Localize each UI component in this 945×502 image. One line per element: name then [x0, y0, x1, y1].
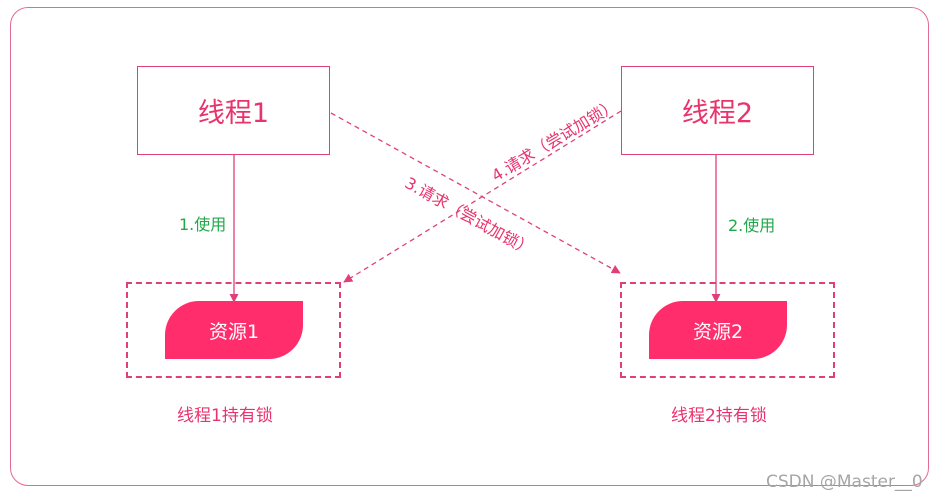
resource2-shape: 资源2 [649, 301, 787, 359]
thread2-box: 线程2 [621, 66, 814, 155]
watermark: CSDN @Master__0 [766, 472, 923, 492]
resource2-caption: 线程2持有锁 [671, 406, 767, 426]
use1-label: 1.使用 [179, 215, 227, 234]
resource1-label: 资源1 [208, 320, 260, 343]
diagram-frame [10, 7, 929, 486]
resource2-label: 资源2 [692, 320, 744, 343]
thread2-label: 线程2 [681, 98, 754, 129]
thread1-label: 线程1 [197, 98, 270, 129]
request4-arrow [343, 110, 622, 283]
request3-arrow [330, 112, 621, 274]
resource1-caption: 线程1持有锁 [177, 406, 273, 426]
use2-label: 2.使用 [728, 216, 776, 235]
resource1-shape: 资源1 [165, 301, 303, 359]
thread1-box: 线程1 [137, 66, 330, 155]
resource1-lock-frame [126, 282, 341, 378]
resource2-lock-frame [620, 282, 835, 378]
